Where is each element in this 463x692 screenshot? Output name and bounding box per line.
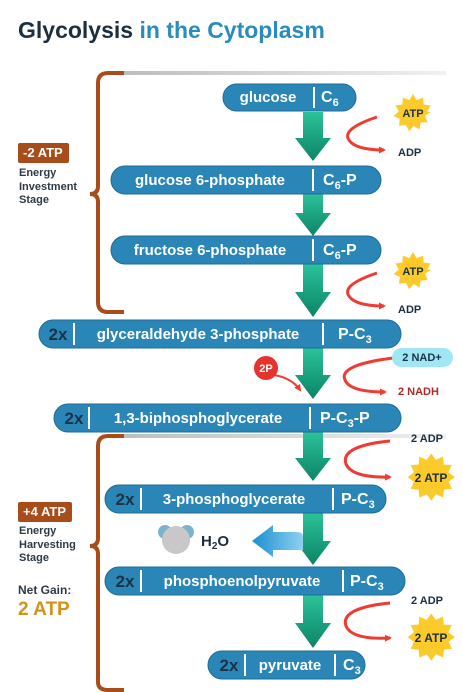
- nadh-label: 2 NADH: [398, 386, 439, 398]
- molecule-formula: P-C3-P: [320, 410, 370, 430]
- molecule-fructose-6-phosphate: fructose 6-phosphate C6-P: [110, 235, 382, 265]
- investment-label-line: Stage: [19, 194, 49, 206]
- phosphate-icon: 2P: [254, 356, 278, 380]
- molecule-formula: C6-P: [323, 172, 357, 192]
- flow-arrow: [295, 432, 331, 481]
- investment-label-line: Energy: [19, 167, 57, 179]
- molecule-name: glucose: [240, 89, 297, 106]
- investment-label-line: Investment: [19, 180, 78, 193]
- atp-starburst-icon: ATP: [393, 252, 431, 290]
- water-molecule-icon: [158, 525, 194, 554]
- molecule-formula: P-C3: [338, 326, 372, 346]
- harvesting-top-rail: [124, 434, 446, 438]
- svg-text:2P: 2P: [259, 363, 272, 375]
- molecule-formula: C6-P: [323, 242, 357, 262]
- nad-label: 2 NAD+: [402, 352, 441, 364]
- atp-starburst-icon: 2 ATP: [407, 453, 455, 501]
- molecule-pill: [104, 484, 387, 514]
- molecule-multiplier: 2x: [116, 572, 135, 591]
- title-highlight: in the Cytoplasm: [139, 17, 325, 43]
- molecule-name: glucose 6-phosphate: [135, 172, 285, 189]
- harvesting-label-line: Harvesting: [19, 538, 76, 551]
- water-label: H2O: [201, 533, 229, 552]
- molecule-formula: P-C3: [350, 573, 384, 593]
- molecule-1-3-biphosphoglycerate: 2x 1,3-biphosphoglycerate P-C3-P: [53, 403, 402, 433]
- molecule-pill: [104, 566, 406, 596]
- net-gain-label: Net Gain:: [18, 583, 72, 597]
- adp-label: ADP: [398, 147, 421, 159]
- atp-starburst-icon: ATP: [393, 94, 431, 132]
- harvesting-label-line: Stage: [19, 552, 49, 564]
- molecule-3-phosphoglycerate: 2x 3-phosphoglycerate P-C3: [104, 484, 387, 514]
- molecule-multiplier: 2x: [49, 325, 68, 344]
- harvesting-stage-label: Energy Harvesting Stage: [19, 525, 76, 566]
- flow-arrow: [295, 348, 331, 399]
- investment-atp-badge: -2 ATP: [18, 143, 69, 163]
- investment-stage-label: Energy Investment Stage: [19, 167, 77, 208]
- nad-bubble: 2 NAD+: [392, 348, 453, 367]
- molecule-pill: [207, 650, 366, 680]
- flow-arrow: [295, 112, 331, 161]
- molecule-pyruvate: 2x pyruvate C3: [207, 650, 366, 680]
- adp-input-label: 2 ADP: [411, 433, 443, 445]
- title-main: Glycolysis: [18, 17, 134, 43]
- molecule-formula: C3: [343, 657, 361, 677]
- molecule-pill: [222, 83, 357, 112]
- molecule-pill: [38, 319, 402, 349]
- molecule-name: 3-phosphoglycerate: [163, 491, 306, 508]
- molecule-name: 1,3-biphosphoglycerate: [114, 410, 282, 427]
- svg-text:ATP: ATP: [402, 108, 423, 120]
- molecule-name: fructose 6-phosphate: [134, 242, 287, 259]
- flow-arrow: [295, 194, 331, 236]
- water-release-arrow: [252, 525, 303, 557]
- svg-text:2 ATP: 2 ATP: [415, 631, 448, 645]
- net-gain-value: 2 ATP: [18, 599, 70, 620]
- atp-produce-curve: [343, 439, 392, 481]
- adp-label: ADP: [398, 304, 421, 316]
- atp-starburst-icon: 2 ATP: [407, 613, 455, 661]
- investment-bracket: [89, 71, 124, 314]
- molecule-name: phosphoenolpyruvate: [164, 573, 321, 590]
- svg-text:2 ATP: 2 ATP: [415, 471, 448, 485]
- phosphate-input-curve: [273, 374, 302, 392]
- diagram-title: Glycolysis in the Cytoplasm: [18, 17, 325, 44]
- adp-input-label: 2 ADP: [411, 595, 443, 607]
- atp-consume-curve: [346, 271, 386, 310]
- molecule-multiplier: 2x: [65, 409, 84, 428]
- nad-reduction-curve: [342, 356, 394, 396]
- molecule-name: pyruvate: [259, 657, 322, 674]
- flow-arrow: [295, 264, 331, 317]
- molecule-formula: C6: [321, 89, 339, 109]
- atp-consume-curve: [346, 115, 386, 154]
- harvesting-label-line: Energy: [19, 525, 57, 537]
- molecule-multiplier: 2x: [220, 656, 239, 675]
- molecule-glucose: glucose C6: [222, 83, 357, 112]
- flow-arrow: [295, 595, 331, 648]
- molecule-formula: P-C3: [341, 491, 375, 511]
- harvesting-atp-badge: +4 ATP: [18, 502, 72, 522]
- molecule-phosphoenolpyruvate: 2x phosphoenolpyruvate P-C3: [104, 566, 406, 596]
- svg-text:ATP: ATP: [402, 266, 423, 278]
- harvesting-bracket: [89, 434, 124, 692]
- molecule-glucose-6-phosphate: glucose 6-phosphate C6-P: [110, 165, 382, 195]
- atp-produce-curve: [343, 601, 392, 642]
- molecule-pill: [53, 403, 402, 433]
- flow-arrow: [295, 513, 331, 565]
- molecule-name: glyceraldehyde 3-phosphate: [97, 326, 300, 343]
- investment-top-rail: [124, 71, 446, 75]
- molecule-glyceraldehyde-3-phosphate: 2x glyceraldehyde 3-phosphate P-C3: [38, 319, 402, 349]
- molecule-multiplier: 2x: [116, 490, 135, 509]
